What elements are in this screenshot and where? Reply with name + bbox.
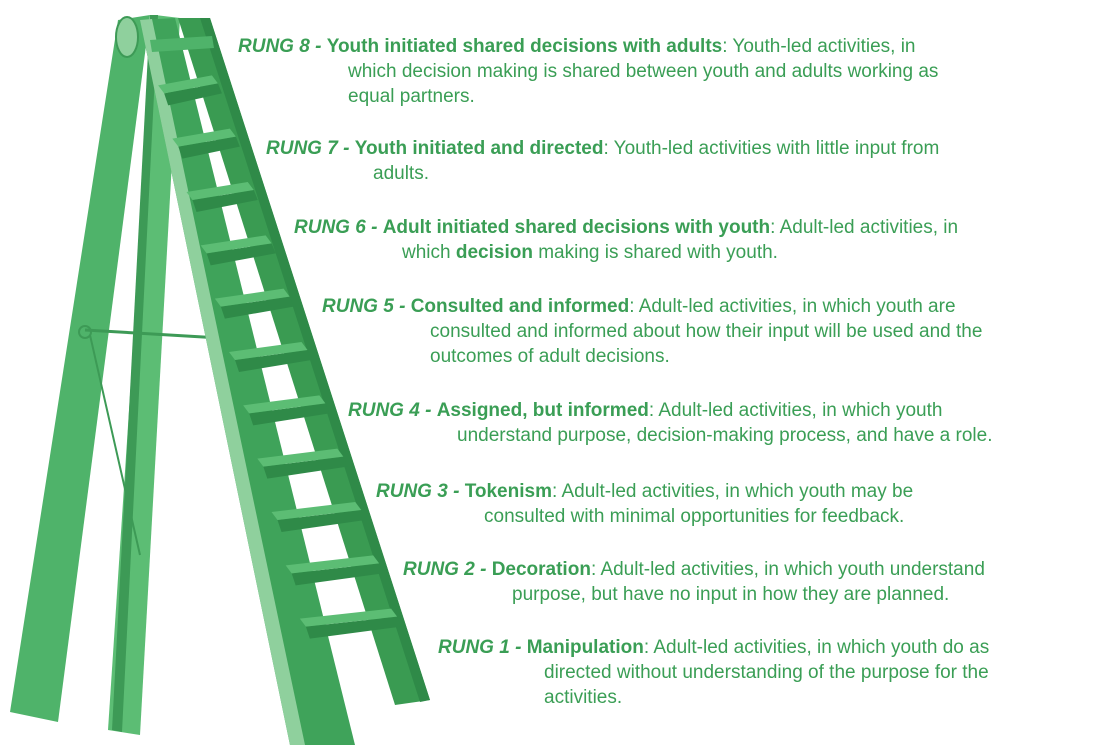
ladder-top-platform [150, 36, 214, 52]
rung-8-continuation: equal partners. [348, 86, 475, 107]
rung-8-entry: RUNG 8 - Youth initiated shared decision… [238, 34, 938, 109]
rung-6-number: RUNG 6 - [294, 217, 378, 238]
ladder-step-top [285, 555, 380, 574]
rung-5-title: Consulted and informed [410, 296, 630, 317]
rung-7-continuation: adults. [373, 163, 429, 184]
rung-5-description: : Adult-led activities, in which youth a… [629, 296, 956, 317]
ladder-step [305, 616, 402, 639]
rung-7-description: : Youth-led activities with little input… [603, 138, 940, 159]
ladder-step-top [299, 608, 398, 627]
rung-5-continuation: consulted and informed about how their i… [430, 321, 983, 342]
ladder-step [206, 243, 276, 266]
ladder-back-leg-shade [112, 15, 158, 732]
ladder-step-top [257, 448, 344, 467]
rung-1-number: RUNG 1 - [438, 637, 522, 658]
rung-1-continuation: activities. [544, 687, 623, 708]
rung-6-description: : Adult-led activities, in [770, 217, 959, 238]
ladder-front-rail-right-dark [200, 18, 430, 702]
rung-5-entry: RUNG 5 - Consulted and informed: Adult-l… [322, 294, 982, 369]
ladder-step-top [229, 342, 308, 360]
rung-4-description: : Adult-led activities, in which youth [648, 400, 943, 421]
rung-6-continuation-pre: which [402, 242, 456, 263]
rung-2-continuation: purpose, but have no input in how they a… [512, 584, 950, 605]
rung-8-title: Youth initiated shared decisions with ad… [326, 36, 723, 57]
rung-8-description: : Youth-led activities, in [722, 36, 916, 57]
ladder-step [291, 563, 384, 586]
ladder-step [192, 190, 258, 212]
ladder-step-top [158, 75, 218, 94]
rung-1-continuation: directed without understanding of the pu… [544, 662, 989, 683]
rung-6-continuation-bold: decision [455, 242, 533, 263]
rung-3-continuation: consulted with minimal opportunities for… [484, 506, 905, 527]
rung-6-entry: RUNG 6 - Adult initiated shared decision… [294, 215, 958, 265]
ladder-step-top [271, 502, 362, 520]
rung-1-description: : Adult-led activities, in which youth d… [643, 637, 990, 658]
rung-3-number: RUNG 3 - [376, 481, 460, 502]
ladder-step-top [200, 235, 272, 254]
rung-2-number: RUNG 2 - [403, 559, 487, 580]
rung-7-title: Youth initiated and directed [354, 138, 604, 159]
ladder-step [178, 136, 240, 159]
ladder-top-cap [115, 16, 139, 58]
ladder-step [277, 510, 366, 532]
ladder-brace-diagonal [89, 334, 141, 556]
rung-4-title: Assigned, but informed [436, 400, 649, 421]
ladder-front-rail-left-highlight [140, 19, 305, 745]
rung-5-continuation: outcomes of adult decisions. [430, 346, 670, 367]
ladder-step [263, 456, 348, 479]
rung-4-continuation: understand purpose, decision-making proc… [457, 425, 993, 446]
ladder-step-top [214, 288, 290, 307]
ladder-step [220, 296, 294, 319]
rung-6-continuation-post: making is shared with youth. [532, 242, 778, 263]
rung-7-number: RUNG 7 - [266, 138, 350, 159]
rung-2-title: Decoration [491, 559, 591, 580]
rung-3-description: : Adult-led activities, in which youth m… [551, 481, 914, 502]
rung-5-number: RUNG 5 - [322, 296, 406, 317]
ladder-brace [84, 328, 221, 340]
rung-1-title: Manipulation [526, 637, 644, 658]
rung-8-continuation: which decision making is shared between … [348, 61, 939, 82]
ladder-step-top [186, 182, 254, 200]
rung-4-entry: RUNG 4 - Assigned, but informed: Adult-l… [348, 398, 993, 448]
ladder-step-top [243, 395, 326, 414]
rung-7-entry: RUNG 7 - Youth initiated and directed: Y… [266, 136, 939, 186]
rung-2-entry: RUNG 2 - Decoration: Adult-led activitie… [403, 557, 985, 607]
ladder-step [164, 83, 222, 106]
rung-3-title: Tokenism [464, 481, 552, 502]
rung-3-entry: RUNG 3 - Tokenism: Adult-led activities,… [376, 479, 913, 529]
ladder-step [235, 350, 312, 372]
ladder-back-leg-left [10, 15, 150, 722]
rung-4-number: RUNG 4 - [348, 400, 432, 421]
ladder-bolt [78, 325, 92, 339]
rung-1-entry: RUNG 1 - Manipulation: Adult-led activit… [438, 635, 989, 710]
ladder-step-top [172, 128, 236, 147]
rung-2-description: : Adult-led activities, in which youth u… [590, 559, 985, 580]
rung-6-title: Adult initiated shared decisions with yo… [382, 217, 771, 238]
rung-8-number: RUNG 8 - [238, 36, 322, 57]
rung-6-continuation: which decision making is shared with you… [294, 240, 958, 265]
ladder-step [249, 403, 330, 426]
ladder-steps [158, 75, 402, 639]
